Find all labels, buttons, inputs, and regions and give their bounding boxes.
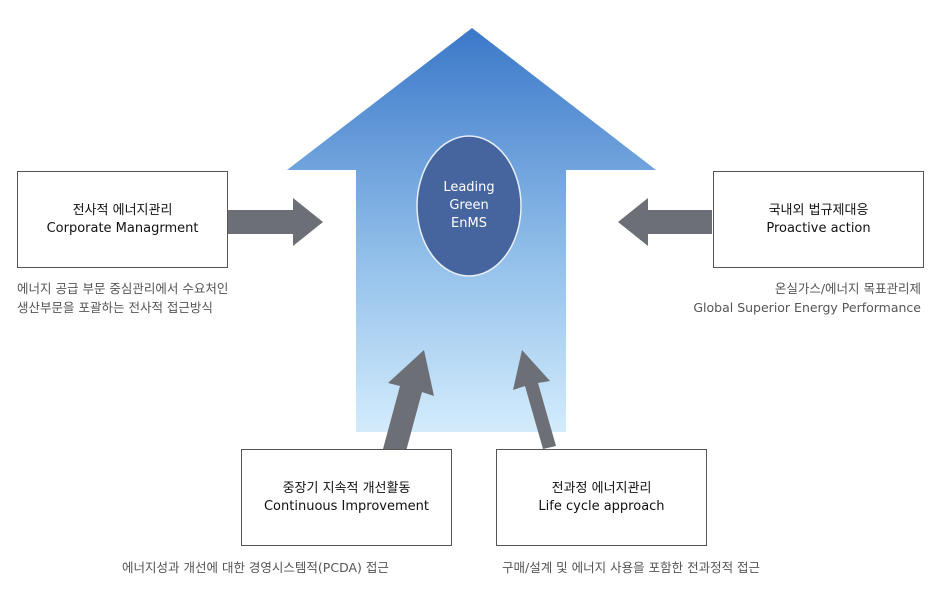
corporate-title-ko: 전사적 에너지관리 [72, 202, 173, 218]
arrow-up-right-connector [383, 350, 434, 455]
lifecycle-title-en: Life cycle approach [538, 498, 665, 514]
core-line-1: Leading [443, 179, 495, 195]
arrow-up-left-connector [513, 350, 556, 449]
continuous-description: 에너지성과 개선에 대한 경영시스템적(PCDA) 접근 [122, 558, 389, 577]
proactive-title-en: Proactive action [766, 220, 871, 236]
proactive-description-line-2: Global Superior Energy Performance [693, 300, 921, 316]
corporate-description-line-1: 에너지 공급 부문 중심관리에서 수요처인 [17, 281, 229, 296]
core-line-2: Green [449, 197, 489, 213]
arrow-right-connector [228, 198, 323, 246]
core-label: Leading Green EnMS [417, 136, 521, 276]
continuous-title-en: Continuous Improvement [263, 498, 429, 514]
continuous-description-line-1: 에너지성과 개선에 대한 경영시스템적(PCDA) 접근 [122, 560, 389, 575]
life-cycle-approach-box: 전과정 에너지관리 Life cycle approach [496, 449, 707, 546]
continuous-improvement-box: 중장기 지속적 개선활동 Continuous Improvement [241, 449, 452, 546]
corporate-description-line-2: 생산부문을 포괄하는 전사적 접근방식 [17, 300, 213, 316]
lifecycle-description-line-1: 구매/설계 및 에너지 사용을 포함한 전과정적 접근 [502, 560, 761, 575]
proactive-title-ko: 국내외 법규제대응 [768, 202, 869, 218]
corporate-title-en: Corporate Managrment [46, 220, 199, 236]
lifecycle-title-ko: 전과정 에너지관리 [551, 480, 652, 496]
corporate-management-box: 전사적 에너지관리 Corporate Managrment [17, 171, 228, 268]
proactive-action-box: 국내외 법규제대응 Proactive action [713, 171, 924, 268]
corporate-description: 에너지 공급 부문 중심관리에서 수요처인 생산부문을 포괄하는 전사적 접근방… [17, 279, 228, 318]
continuous-title-ko: 중장기 지속적 개선활동 [282, 480, 411, 496]
core-line-3: EnMS [451, 216, 487, 232]
proactive-description-line-1: 온실가스/에너지 목표관리제 [774, 281, 921, 296]
arrow-left-connector [618, 198, 712, 246]
core-ellipse [416, 135, 522, 277]
proactive-description: 온실가스/에너지 목표관리제 Global Superior Energy Pe… [693, 279, 921, 318]
lifecycle-description: 구매/설계 및 에너지 사용을 포함한 전과정적 접근 [502, 558, 760, 577]
